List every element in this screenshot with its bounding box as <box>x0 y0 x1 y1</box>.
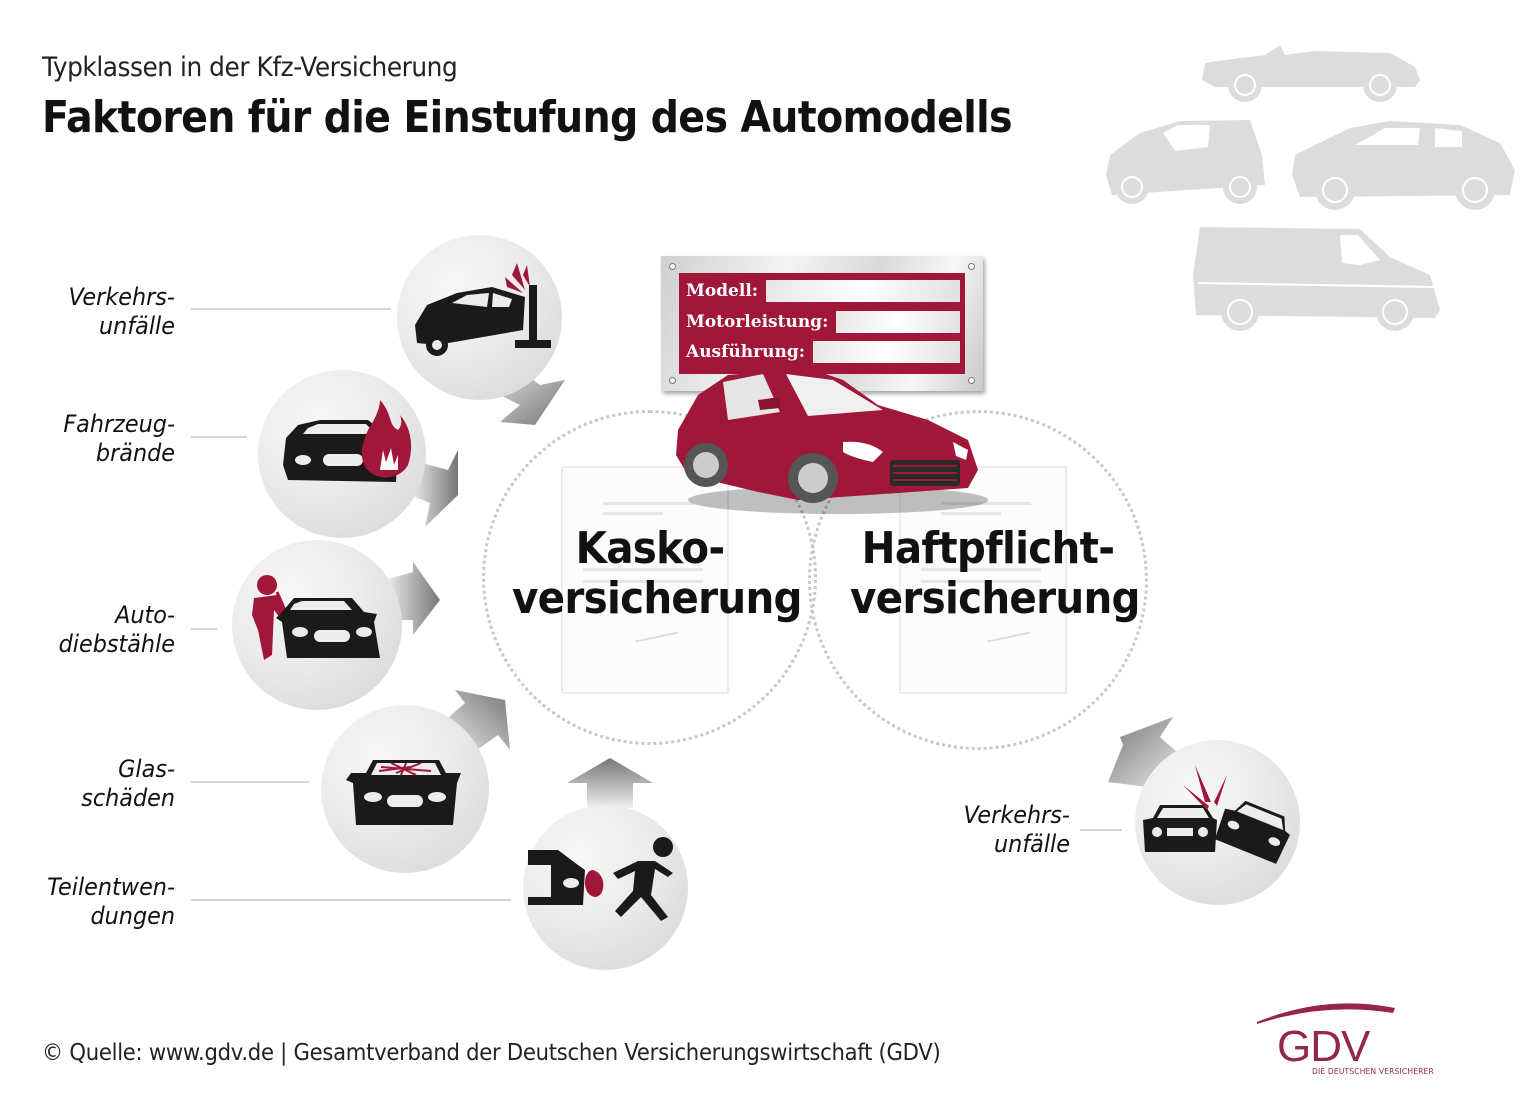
leader-line <box>191 308 391 310</box>
red-car-icon <box>676 368 988 514</box>
plate-field-motorleistung <box>836 311 960 333</box>
vehicle-types-illustration <box>1106 45 1515 331</box>
factor-bubble-haftpflicht-verkehrsunfaelle <box>1135 740 1300 905</box>
hatchback-icon <box>1106 120 1265 204</box>
plate-label-motorleistung: Motorleistung: <box>686 312 829 332</box>
subtitle: Typklassen in der Kfz-Versicherung <box>42 52 458 83</box>
factor-bubble-autodiebstaehle <box>232 540 402 710</box>
leader-line <box>191 628 217 630</box>
logo-text: GDV <box>1277 1022 1370 1071</box>
source-footer: © Quelle: www.gdv.de | Gesamtverband der… <box>42 1040 941 1066</box>
haftpflicht-document <box>899 466 1067 694</box>
plate-label-modell: Modell: <box>686 281 759 301</box>
factor-bubble-teilentwendungen <box>523 805 688 970</box>
factor-label-teilentwendungen: Teilentwen- dungen <box>47 873 175 930</box>
factor-label-autodiebstaehle: Auto- diebstähle <box>58 601 176 658</box>
factor-label-haftpflicht-verkehrsunfaelle: Verkehrs- unfälle <box>963 801 1070 858</box>
gdv-logo: GDV DIE DEUTSCHEN VERSICHERER <box>1255 1000 1445 1080</box>
car-fire-icon <box>283 400 412 482</box>
plate-field-ausfuehrung <box>813 341 960 363</box>
logo-arc-icon <box>1257 1003 1395 1024</box>
page-title: Faktoren für die Einstufung des Automode… <box>42 92 1013 143</box>
factor-bubble-glasschaeden <box>321 705 489 873</box>
factor-label-glasschaeden: Glas- schäden <box>81 755 175 812</box>
kasko-document <box>561 466 729 694</box>
leader-line <box>1080 829 1122 831</box>
arrow-icon <box>567 758 653 808</box>
leader-line <box>191 781 309 783</box>
plate-field-modell <box>766 280 960 302</box>
kasko-label: Kasko- versicherung <box>512 523 803 624</box>
factor-label-fahrzeugbraende: Fahrzeug- brände <box>63 410 175 467</box>
factor-bubble-verkehrsunfaelle <box>397 235 562 400</box>
leader-line <box>191 436 247 438</box>
haftpflicht-circle <box>808 410 1148 750</box>
car-thief-icon <box>252 575 380 660</box>
factor-bubble-fahrzeugbraende <box>258 370 426 538</box>
logo-tagline: DIE DEUTSCHEN VERSICHERER <box>1312 1067 1434 1076</box>
broken-windshield-icon <box>346 760 461 825</box>
factor-label-verkehrsunfaelle: Verkehrs- unfälle <box>68 283 175 340</box>
leader-line <box>191 899 511 901</box>
plate-label-ausfuehrung: Ausführung: <box>686 342 805 362</box>
van-icon <box>1193 227 1440 331</box>
car-crash-wall-icon <box>415 263 551 356</box>
convertible-icon <box>1202 45 1420 102</box>
haftpflicht-label: Haftpflicht- versicherung <box>850 523 1141 624</box>
type-plate: Modell: Motorleistung: Ausführung: <box>661 256 983 391</box>
parts-theft-icon <box>528 837 673 921</box>
two-car-collision-icon <box>1143 765 1290 864</box>
